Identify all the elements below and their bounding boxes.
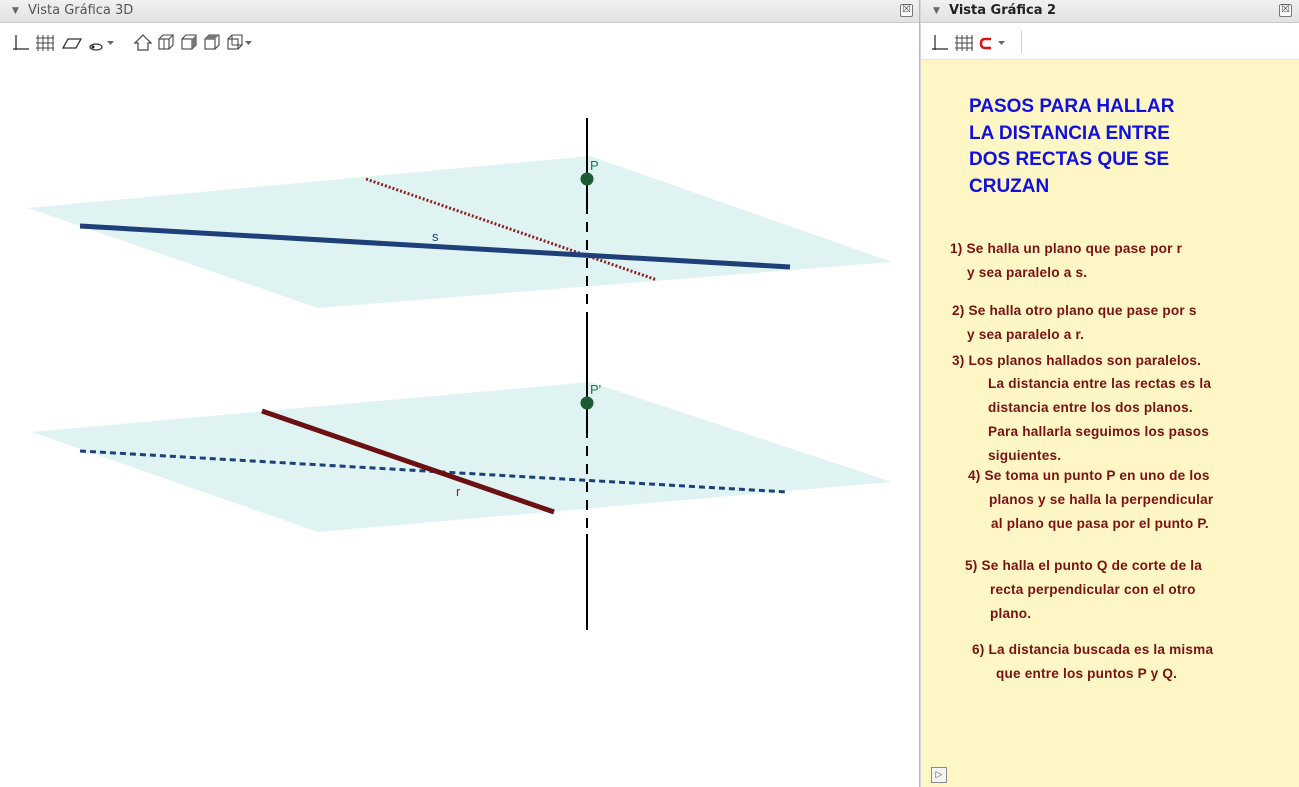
heading-line: DOS RECTAS QUE SE — [969, 149, 1170, 170]
step-3-line: siguientes. — [988, 448, 1062, 463]
view-top-icon[interactable] — [203, 34, 221, 52]
label-p-prime: P' — [590, 382, 601, 397]
upper-plane[interactable] — [28, 156, 892, 308]
line-r-projection[interactable] — [365, 177, 658, 282]
step-6-line: que entre los puntos P y Q. — [996, 666, 1178, 681]
heading-line: PASOS PARA HALLAR — [969, 96, 1175, 117]
step-6-line: 6) La distancia buscada es la misma — [972, 642, 1214, 657]
step-5-line: plano. — [990, 606, 1032, 621]
line-s[interactable] — [79, 223, 791, 270]
instructions-area: PASOS PARA HALLAR LA DISTANCIA ENTRE DOS… — [921, 62, 1299, 787]
step-3-line: La distancia entre las rectas es la — [988, 376, 1212, 391]
collapse-arrow-icon[interactable]: ▼ — [933, 6, 940, 16]
axes-icon[interactable] — [931, 34, 949, 52]
plane-icon[interactable] — [62, 34, 82, 52]
line-r[interactable] — [261, 408, 555, 515]
view-front-icon[interactable] — [157, 34, 175, 52]
graphics-2-titlebar[interactable]: ▼ Vista Gráfica 2 ☒ — [921, 0, 1299, 23]
step-3-line: Para hallarla seguimos los pasos — [988, 424, 1209, 439]
step-1-line: y sea paralelo a s. — [967, 265, 1088, 280]
close-icon[interactable]: ☒ — [900, 4, 913, 17]
step-2-line: y sea paralelo a r. — [967, 327, 1085, 342]
point-capture-icon[interactable] — [88, 34, 106, 52]
collapse-arrow-icon[interactable]: ▼ — [12, 6, 19, 16]
play-button[interactable]: ▷ — [931, 767, 947, 783]
dropdown-icon[interactable] — [244, 34, 254, 52]
step-4-line: 4) Se toma un punto P en uno de los — [968, 468, 1210, 483]
step-3-line: distancia entre los dos planos. — [988, 400, 1193, 415]
step-5-line: 5) Se halla el punto Q de corte de la — [965, 558, 1203, 573]
heading-line: LA DISTANCIA ENTRE — [969, 122, 1170, 144]
home-view-icon[interactable] — [134, 34, 152, 52]
step-4-line: planos y se halla la perpendicular — [989, 492, 1214, 507]
view-side-icon[interactable] — [180, 34, 198, 52]
step-1-line: 1) Se halla un plano que pase por r — [950, 241, 1183, 256]
grid-icon[interactable] — [955, 34, 973, 52]
step-4-line: al plano que pasa por el punto P. — [991, 516, 1209, 531]
lower-plane[interactable] — [32, 382, 892, 532]
point-p-prime[interactable] — [580, 396, 594, 410]
point-capture-icon[interactable] — [979, 34, 995, 52]
axes-icon[interactable] — [12, 34, 30, 52]
step-2-line: 2) Se halla otro plano que pase por s — [952, 303, 1197, 318]
graphics-3d-title: Vista Gráfica 3D — [28, 3, 134, 18]
graphics-3d-titlebar[interactable]: ▼ Vista Gráfica 3D ☒ — [0, 0, 920, 23]
step-3-line: 3) Los planos hallados son paralelos. — [952, 353, 1202, 368]
heading-line: CRUZAN — [969, 175, 1050, 197]
graphics-2-title: Vista Gráfica 2 — [949, 3, 1057, 18]
label-p: P — [590, 158, 599, 173]
close-icon[interactable]: ☒ — [1279, 4, 1292, 17]
graphics-3d-canvas[interactable]: s r P P' — [0, 62, 918, 787]
label-s: s — [432, 229, 439, 244]
step-5-line: recta perpendicular con el otro — [990, 582, 1196, 597]
instructions-heading: PASOS PARA HALLAR LA DISTANCIA ENTRE DOS… — [969, 94, 1269, 200]
graphics-2-panel: ▼ Vista Gráfica 2 ☒ PASOS PARA HALLAR LA… — [921, 0, 1299, 787]
graphics-3d-panel: ▼ Vista Gráfica 3D ☒ — [0, 0, 920, 787]
toolbar-separator — [1021, 31, 1022, 53]
dropdown-icon[interactable] — [106, 34, 116, 52]
label-r: r — [456, 484, 461, 499]
dropdown-icon[interactable] — [997, 34, 1007, 52]
grid-icon[interactable] — [36, 34, 54, 52]
view-projection-icon[interactable] — [226, 34, 244, 52]
graphics-2-toolbar — [921, 23, 1299, 60]
graphics-3d-toolbar — [0, 23, 920, 61]
point-p[interactable] — [580, 172, 594, 186]
